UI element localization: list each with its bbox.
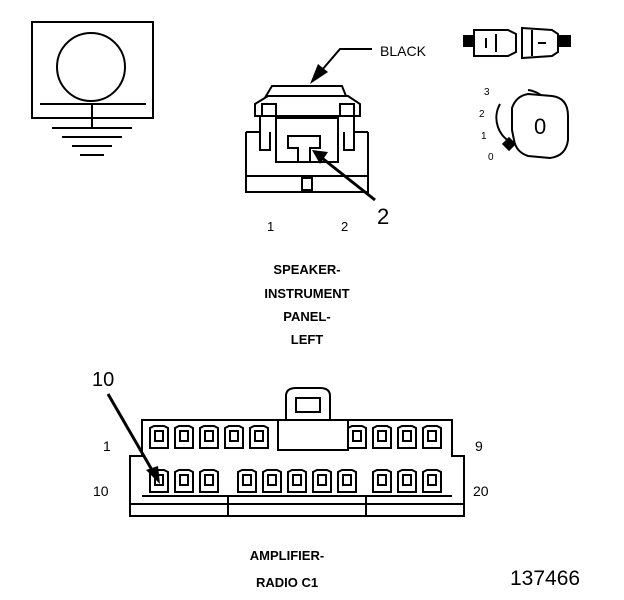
amp-title-line: RADIO C1 (255, 575, 319, 590)
callout-2-arrow (312, 150, 376, 202)
terminal-cavity (199, 425, 219, 449)
terminal-cavity (397, 425, 417, 449)
ignition-key-icon (495, 89, 569, 160)
terminal-cavity (224, 425, 244, 449)
terminal-cavity (149, 425, 169, 449)
amplifier-connector (129, 387, 465, 517)
terminal-cavity (422, 425, 442, 449)
terminal-cavity (199, 469, 219, 493)
terminal-cavity (287, 469, 307, 493)
amp-row-label-10: 10 (93, 483, 109, 499)
black-color-label: BLACK (380, 43, 426, 59)
speaker-connector (245, 85, 369, 193)
key-position-2: 2 (479, 109, 485, 120)
terminal-cavity (174, 425, 194, 449)
speaker-pin-2-label: 2 (341, 219, 349, 234)
ohmmeter-ground-icon (31, 21, 154, 156)
terminal-cavity (174, 469, 194, 493)
terminal-cavity (422, 469, 442, 493)
key-position-3: 3 (484, 87, 490, 98)
terminal-cavity (372, 469, 392, 493)
terminal-cavity (312, 469, 332, 493)
terminal-cavity (337, 469, 357, 493)
speaker-title-line: LEFT (290, 332, 324, 347)
amp-row-label-1: 1 (103, 438, 111, 454)
speaker-title-line: INSTRUMENT (264, 286, 350, 301)
terminal-cavity (372, 425, 392, 449)
amp-row-label-9: 9 (475, 438, 483, 454)
amp-title-line: AMPLIFIER- (249, 548, 325, 563)
callout-2-label: 2 (377, 204, 390, 229)
terminal-cavity (397, 469, 417, 493)
terminal-cavity (347, 425, 367, 449)
key-label: 0 (534, 114, 547, 139)
disconnect-plug-icon (463, 26, 571, 60)
callout-10-arrow (106, 393, 160, 484)
key-position-1: 1 (481, 131, 487, 142)
key-position-0: 0 (488, 152, 494, 163)
callout-10-label: 10 (92, 369, 115, 391)
amplifier-cavities (149, 425, 442, 493)
terminal-cavity (249, 425, 269, 449)
speaker-title-line: PANEL- (283, 309, 331, 324)
terminal-cavity (237, 469, 257, 493)
black-color-leader (310, 48, 372, 84)
terminal-cavity (262, 469, 282, 493)
figure-id: 137466 (510, 567, 581, 590)
speaker-pin-1-label: 1 (267, 219, 275, 234)
amp-row-label-20: 20 (473, 483, 489, 499)
speaker-title-line: SPEAKER- (273, 262, 341, 277)
